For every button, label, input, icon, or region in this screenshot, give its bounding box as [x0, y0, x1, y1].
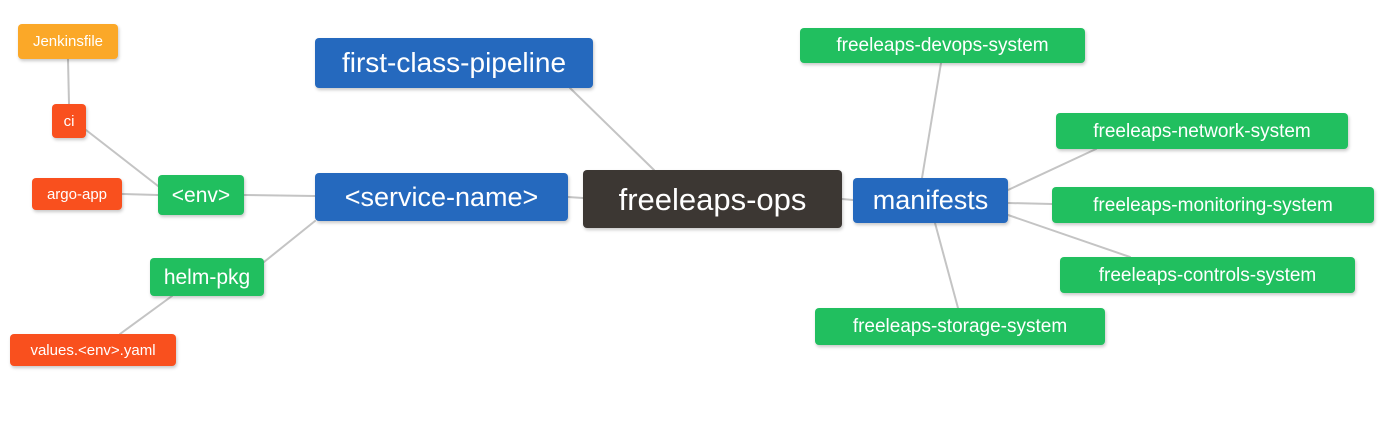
node-label-argo-app: argo-app	[46, 185, 108, 203]
node-ci[interactable]: ci	[52, 104, 86, 138]
node-label-freeleaps-network-system: freeleaps-network-system	[1093, 120, 1311, 142]
edge-service-name-to-helm-pkg	[263, 220, 316, 263]
node-label-freeleaps-storage-system: freeleaps-storage-system	[852, 316, 1068, 337]
edge-manifests-to-freeleaps-storage-system	[934, 222, 959, 309]
node-label-env: <env>	[171, 183, 231, 207]
node-freeleaps-controls-system[interactable]: freeleaps-controls-system	[1060, 257, 1355, 293]
edge-env-to-service-name	[243, 194, 316, 197]
node-label-jenkinsfile: Jenkinsfile	[32, 33, 104, 50]
node-freeleaps-monitoring-system[interactable]: freeleaps-monitoring-system	[1052, 187, 1374, 223]
edge-manifests-to-freeleaps-devops-system	[921, 62, 942, 179]
node-freeleaps-storage-system[interactable]: freeleaps-storage-system	[815, 308, 1105, 345]
node-label-values-yaml: values.<env>.yaml	[30, 341, 156, 359]
edge-freeleaps-ops-to-manifests	[841, 198, 854, 201]
node-argo-app[interactable]: argo-app	[32, 178, 122, 210]
node-label-freeleaps-devops-system: freeleaps-devops-system	[836, 35, 1049, 56]
node-values-yaml[interactable]: values.<env>.yaml	[10, 334, 176, 366]
edge-argo-app-to-env	[121, 193, 159, 196]
node-freeleaps-network-system[interactable]: freeleaps-network-system	[1056, 113, 1348, 149]
node-service-name[interactable]: <service-name>	[315, 173, 568, 221]
edge-manifests-to-freeleaps-network-system	[1007, 148, 1097, 191]
node-helm-pkg[interactable]: helm-pkg	[150, 258, 264, 296]
node-label-freeleaps-controls-system: freeleaps-controls-system	[1098, 264, 1317, 286]
node-label-helm-pkg: helm-pkg	[163, 265, 251, 289]
node-freeleaps-ops[interactable]: freeleaps-ops	[583, 170, 842, 228]
node-env[interactable]: <env>	[158, 175, 244, 215]
node-first-class-pipeline[interactable]: first-class-pipeline	[315, 38, 593, 88]
node-manifests[interactable]: manifests	[853, 178, 1008, 223]
node-label-first-class-pipeline: first-class-pipeline	[341, 47, 567, 78]
node-freeleaps-devops-system[interactable]: freeleaps-devops-system	[800, 28, 1085, 63]
edge-jenkinsfile-to-ci	[67, 58, 70, 105]
edge-manifests-to-freeleaps-monitoring-system	[1007, 202, 1053, 205]
node-label-ci: ci	[63, 112, 75, 130]
edge-first-class-pipeline-to-freeleaps-ops	[569, 87, 655, 171]
node-label-freeleaps-ops: freeleaps-ops	[618, 181, 807, 217]
edge-service-name-to-freeleaps-ops	[567, 196, 584, 199]
node-label-freeleaps-monitoring-system: freeleaps-monitoring-system	[1093, 194, 1333, 216]
edge-helm-pkg-to-values-yaml	[119, 295, 173, 335]
node-jenkinsfile[interactable]: Jenkinsfile	[18, 24, 118, 59]
node-label-manifests: manifests	[872, 185, 989, 215]
node-label-service-name: <service-name>	[344, 181, 539, 212]
